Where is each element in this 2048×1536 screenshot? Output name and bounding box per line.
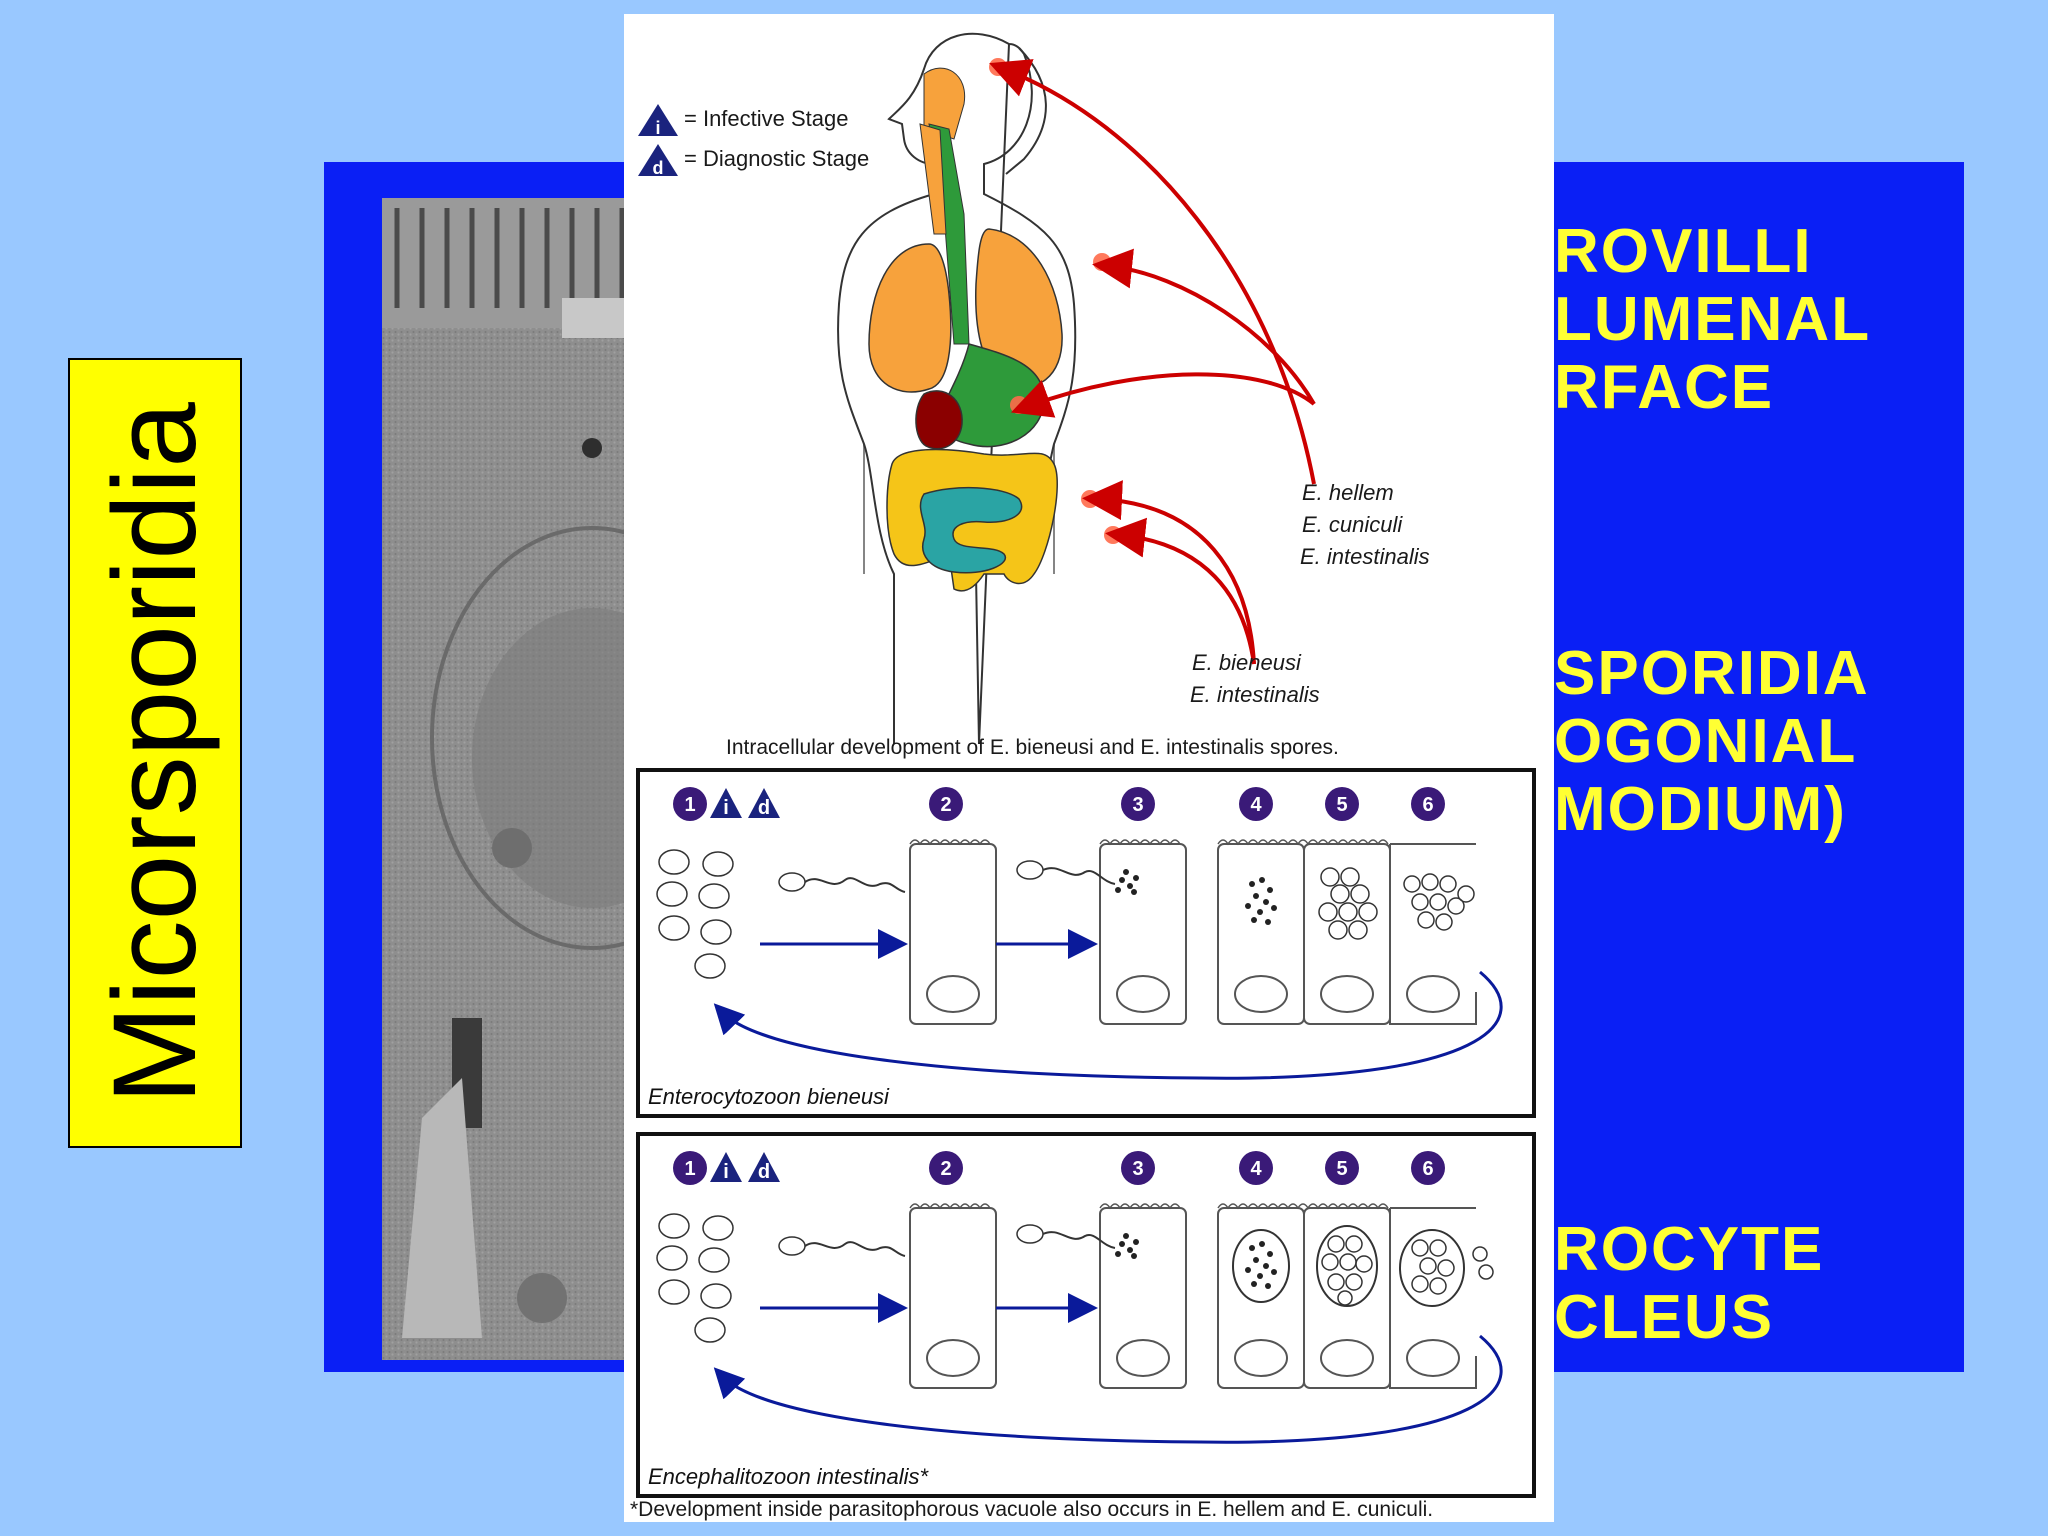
- spores: [656, 1213, 734, 1343]
- legend-diagnostic-label: = Diagnostic Stage: [684, 146, 870, 171]
- panel-text-line: RFACE: [1554, 353, 1775, 422]
- legend-infective-symbol: i: [655, 118, 660, 138]
- panel-text-line: ROCYTE: [1554, 1215, 1825, 1284]
- stage-number: 6: [1422, 794, 1433, 816]
- species-label: E. intestinalis: [1300, 544, 1430, 569]
- stage-diagram: 1 i d 2 3 4 5 6: [656, 1151, 1503, 1444]
- panel-text-block-1: ROVILLI LUMENAL RFACE: [1554, 218, 1871, 422]
- stage-number: 1: [684, 794, 695, 816]
- legend-infective-label: = Infective Stage: [684, 106, 849, 131]
- body-diagram: i d: [638, 32, 1316, 745]
- panel-text-block-3: ROCYTE CLEUS: [1554, 1216, 1824, 1352]
- slide-title: Micorsporidia: [89, 402, 221, 1104]
- host-cells: [909, 1207, 1477, 1389]
- stage-number: 1: [684, 1158, 695, 1180]
- legend-infective-symbol: i: [723, 797, 729, 819]
- legend-infective-symbol: i: [723, 1161, 729, 1183]
- stomach: [939, 343, 1045, 448]
- host-cells: [909, 843, 1477, 1025]
- spores: [656, 849, 734, 979]
- stage-number-icons: [673, 787, 1445, 821]
- stage-panel-species: Encephalitozoon intestinalis*: [648, 1464, 929, 1489]
- stage-number-icons: [673, 1151, 1445, 1185]
- legend-diagnostic-symbol: d: [653, 158, 664, 178]
- species-label: E. intestinalis: [1190, 682, 1320, 707]
- species-label: E. hellem: [1302, 480, 1394, 505]
- nasal-passage: [923, 67, 966, 140]
- stage-diagram: 1 i d 2 3 4 5 6: [656, 787, 1503, 1080]
- legend-diagnostic-symbol: d: [758, 797, 770, 819]
- stage-panel-intestinalis: 1 i d 2 3 4 5 6: [636, 1132, 1536, 1498]
- species-label: E. cuniculi: [1302, 512, 1403, 537]
- panel-text-line: MODIUM): [1554, 775, 1847, 844]
- panel-text-block-2: SPORIDIA OGONIAL MODIUM): [1554, 640, 1870, 844]
- stage-number: 4: [1250, 1158, 1262, 1180]
- legend-diagnostic-symbol: d: [758, 1161, 770, 1183]
- lifecycle-figure: i d: [624, 14, 1554, 1522]
- diagram-caption: Intracellular development of E. bieneusi…: [726, 736, 1339, 759]
- panel-text-line: LUMENAL: [1554, 285, 1872, 354]
- stage-number: 2: [940, 1158, 951, 1180]
- panel-text-line: CLEUS: [1554, 1283, 1775, 1352]
- left-lung: [868, 243, 952, 393]
- legend-infective-icon: [638, 104, 678, 136]
- stage-number: 2: [940, 794, 951, 816]
- stage-panel-species: Enterocytozoon bieneusi: [648, 1084, 889, 1109]
- slide-title-box: Micorsporidia: [68, 358, 242, 1148]
- stage-panel-bieneusi: 1 i d 2 3 4 5 6: [636, 768, 1536, 1118]
- infection-arrows: [989, 59, 1316, 665]
- stage-number: 4: [1250, 794, 1262, 816]
- panel-text-line: ROVILLI: [1554, 217, 1813, 286]
- stage-number: 3: [1132, 794, 1143, 816]
- stage-number: 5: [1336, 794, 1347, 816]
- species-label: E. bieneusi: [1192, 650, 1301, 675]
- legend-diagnostic-icon: [638, 144, 678, 176]
- small-intestine: [919, 486, 1023, 574]
- liver: [915, 390, 963, 450]
- panel-text-line: OGONIAL: [1554, 707, 1858, 776]
- stage-number: 6: [1422, 1158, 1433, 1180]
- panel-text-line: SPORIDIA: [1554, 639, 1870, 708]
- diagram-footnote: *Development inside parasitophorous vacu…: [630, 1498, 1434, 1521]
- stage-number: 5: [1336, 1158, 1347, 1180]
- stage-number: 3: [1132, 1158, 1143, 1180]
